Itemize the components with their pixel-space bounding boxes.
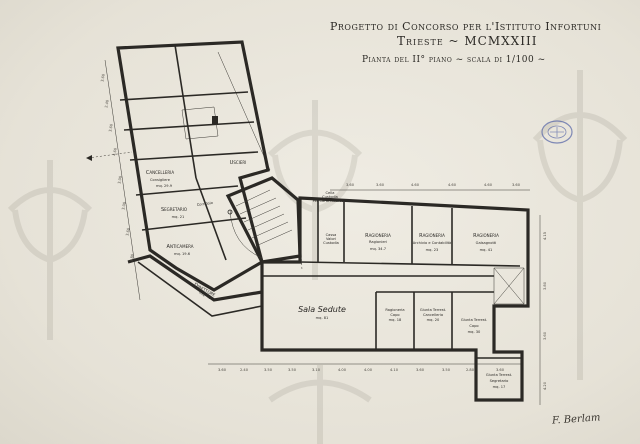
svg-text:4.20: 4.20 bbox=[543, 381, 547, 390]
stair-core bbox=[225, 176, 302, 264]
svg-text:3.60: 3.60 bbox=[108, 123, 113, 132]
curved-facade-wall bbox=[127, 254, 263, 302]
svg-text:3.60: 3.60 bbox=[218, 368, 227, 372]
svg-text:4.00: 4.00 bbox=[364, 368, 373, 372]
dimension-text: 3.60 3.60 4.60 4.60 4.60 3.60 3.60 2.40 … bbox=[100, 73, 547, 390]
svg-text:Capo: Capo bbox=[390, 313, 399, 317]
room-uscieri: Uscieri bbox=[230, 160, 247, 166]
halberd-watermark-center bbox=[267, 100, 363, 280]
svg-text:mq. 30: mq. 30 bbox=[468, 330, 481, 334]
svg-text:mq. 81: mq. 81 bbox=[316, 316, 329, 320]
svg-text:Custodia: Custodia bbox=[323, 241, 339, 245]
svg-text:Galsagnotti: Galsagnotti bbox=[476, 241, 497, 245]
svg-text:3.00: 3.00 bbox=[121, 201, 126, 210]
room-cassa: Cassa bbox=[326, 233, 337, 237]
room-ragioneria-2: Ragioneria bbox=[419, 233, 445, 239]
svg-text:2.80: 2.80 bbox=[466, 368, 475, 372]
svg-text:Archivio e Contabilità: Archivio e Contabilità bbox=[413, 241, 451, 245]
svg-text:Custodia: Custodia bbox=[322, 195, 338, 199]
svg-text:mq. 19.6: mq. 19.6 bbox=[174, 252, 191, 256]
left-wing-walls bbox=[116, 40, 270, 292]
svg-text:3.60: 3.60 bbox=[496, 368, 505, 372]
svg-text:Capo: Capo bbox=[469, 324, 478, 328]
svg-text:mq. 41: mq. 41 bbox=[480, 248, 493, 252]
archive-stamp-icon bbox=[541, 120, 573, 144]
svg-text:Segretario: Segretario bbox=[490, 379, 509, 383]
room-segretario: Segretario bbox=[161, 207, 187, 213]
svg-text:4.60: 4.60 bbox=[448, 183, 457, 187]
svg-text:Ragionieri: Ragionieri bbox=[369, 240, 387, 244]
svg-text:3.60: 3.60 bbox=[543, 331, 547, 340]
svg-text:Valori: Valori bbox=[326, 237, 336, 241]
svg-text:3.00: 3.00 bbox=[117, 175, 122, 184]
svg-text:3.50: 3.50 bbox=[288, 368, 297, 372]
svg-text:mq. 34.7: mq. 34.7 bbox=[370, 247, 386, 251]
svg-text:3.80: 3.80 bbox=[129, 253, 134, 262]
room-giunta-segretario: Giunta Terrest. bbox=[486, 373, 512, 377]
room-cella: Cella bbox=[326, 191, 335, 195]
svg-text:3.60: 3.60 bbox=[416, 368, 425, 372]
svg-text:2.40: 2.40 bbox=[240, 368, 249, 372]
svg-text:Cancelleria: Cancelleria bbox=[423, 313, 443, 317]
svg-text:3.50: 3.50 bbox=[264, 368, 273, 372]
drawing-scale-caption: Pianta del II° piano ~ scala di 1/100 ~ bbox=[362, 55, 546, 65]
svg-text:mq. 21: mq. 21 bbox=[172, 215, 185, 219]
svg-text:mq. 18: mq. 18 bbox=[389, 318, 402, 322]
room-labels: Cancelleria Consigliere mq. 29.9 Segreta… bbox=[146, 160, 512, 389]
svg-text:3.10: 3.10 bbox=[312, 368, 321, 372]
svg-text:4.00: 4.00 bbox=[338, 368, 347, 372]
svg-text:3.80: 3.80 bbox=[543, 281, 547, 290]
room-ragioneria-1: Ragioneria bbox=[365, 233, 391, 239]
svg-text:3.60: 3.60 bbox=[346, 183, 355, 187]
room-giunta-cancelleria: Giunta Terrest. bbox=[420, 308, 446, 312]
room-ragioneria-capo: Ragioneria bbox=[385, 308, 404, 312]
svg-text:mq. 17: mq. 17 bbox=[493, 385, 506, 389]
svg-text:mq. 29.9: mq. 29.9 bbox=[156, 184, 173, 188]
svg-text:3.60: 3.60 bbox=[376, 183, 385, 187]
svg-text:4.60: 4.60 bbox=[112, 147, 117, 156]
svg-text:mq. 46.6: mq. 46.6 bbox=[198, 291, 215, 302]
corridor-label: Corridoio bbox=[197, 201, 214, 207]
svg-text:Consigliere: Consigliere bbox=[150, 178, 171, 182]
halberd-watermark-right bbox=[532, 70, 628, 380]
curved-facade-inner bbox=[137, 261, 263, 317]
room-anticamera: Anticamera bbox=[167, 244, 194, 250]
svg-text:Per Carte Riservate: Per Carte Riservate bbox=[313, 199, 349, 203]
svg-text:3.60: 3.60 bbox=[125, 227, 130, 236]
halberd-watermark-bottom bbox=[268, 365, 372, 444]
svg-text:4.60: 4.60 bbox=[484, 183, 493, 187]
svg-text:4.60: 4.60 bbox=[411, 183, 420, 187]
drawing-title: Progetto di Concorso per l'Istituto Info… bbox=[330, 20, 602, 33]
right-block-walls bbox=[260, 196, 530, 402]
svg-text:3.50: 3.50 bbox=[442, 368, 451, 372]
dimension-lines bbox=[104, 51, 541, 405]
drawing-place-year: Trieste ~ MCMXXIII bbox=[397, 34, 538, 48]
svg-text:mq. 23: mq. 23 bbox=[426, 248, 439, 252]
svg-text:mq. 20: mq. 20 bbox=[427, 318, 440, 322]
halberd-watermark-left bbox=[7, 160, 93, 340]
svg-text:4.15: 4.15 bbox=[543, 232, 547, 240]
room-sala-sedute: Sala Sedute bbox=[298, 305, 346, 314]
svg-text:3.60: 3.60 bbox=[100, 73, 105, 82]
room-giunta-capo: Giunta Terrest. bbox=[461, 318, 487, 322]
svg-text:4.10: 4.10 bbox=[390, 368, 399, 372]
room-cancelleria: Cancelleria bbox=[146, 170, 174, 176]
room-ragioneria-3: Ragioneria bbox=[473, 233, 499, 239]
svg-text:3.60: 3.60 bbox=[512, 183, 521, 187]
svg-text:2.40: 2.40 bbox=[104, 99, 109, 108]
